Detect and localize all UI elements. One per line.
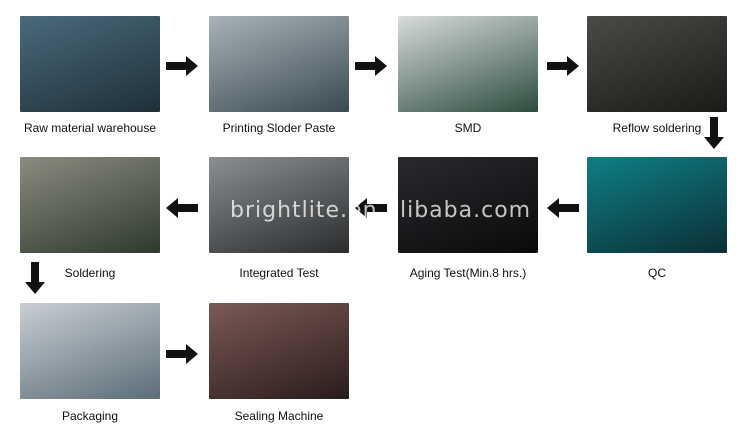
stage-aging-label: Aging Test(Min.8 hrs.): [409, 266, 527, 280]
arrow-right-icon: [166, 344, 198, 364]
stage-aging-photo: [398, 157, 538, 253]
stage-integrated-label: Integrated Test: [239, 266, 319, 280]
stage-sealing-label: Sealing Machine: [234, 409, 324, 423]
stage-qc-photo: [587, 157, 727, 253]
smd-machine-photo: [398, 16, 538, 112]
stage-raw-label: Raw material warehouse: [23, 121, 157, 135]
stage-reflow-label: Reflow soldering: [612, 121, 702, 135]
stage-packaging-photo: [20, 303, 160, 399]
paste-printing-photo: [209, 16, 349, 112]
stage-packaging-label: Packaging: [61, 409, 119, 423]
reflow-oven-photo: [587, 16, 727, 112]
stage-sealing-photo: [209, 303, 349, 399]
worker-soldering-photo: [20, 157, 160, 253]
stage-qc-label: QC: [648, 266, 666, 280]
warehouse-shelves-photo: [20, 16, 160, 112]
arrow-left-icon: [547, 198, 579, 218]
stage-integrated-photo: [209, 157, 349, 253]
arrow-right-icon: [166, 56, 198, 76]
arrow-down-icon: [25, 262, 45, 294]
tester-machine-photo: [209, 157, 349, 253]
arrow-left-icon: [166, 198, 198, 218]
arrow-right-icon: [547, 56, 579, 76]
stage-smd-label: SMD: [454, 121, 482, 135]
integrating-sphere-photo: [587, 157, 727, 253]
stage-raw-photo: [20, 16, 160, 112]
stage-printing-label: Printing Slоder Paste: [222, 121, 336, 135]
sealing-machine-photo: [209, 303, 349, 399]
led-strips-aging-photo: [398, 157, 538, 253]
stage-soldering-photo: [20, 157, 160, 253]
reel-packaging-photo: [20, 303, 160, 399]
arrow-left-icon: [355, 198, 387, 218]
stage-soldering-label: Soldering: [64, 266, 116, 280]
arrow-down-icon: [704, 117, 724, 149]
arrow-right-icon: [355, 56, 387, 76]
stage-printing-photo: [209, 16, 349, 112]
stage-smd-photo: [398, 16, 538, 112]
stage-reflow-photo: [587, 16, 727, 112]
